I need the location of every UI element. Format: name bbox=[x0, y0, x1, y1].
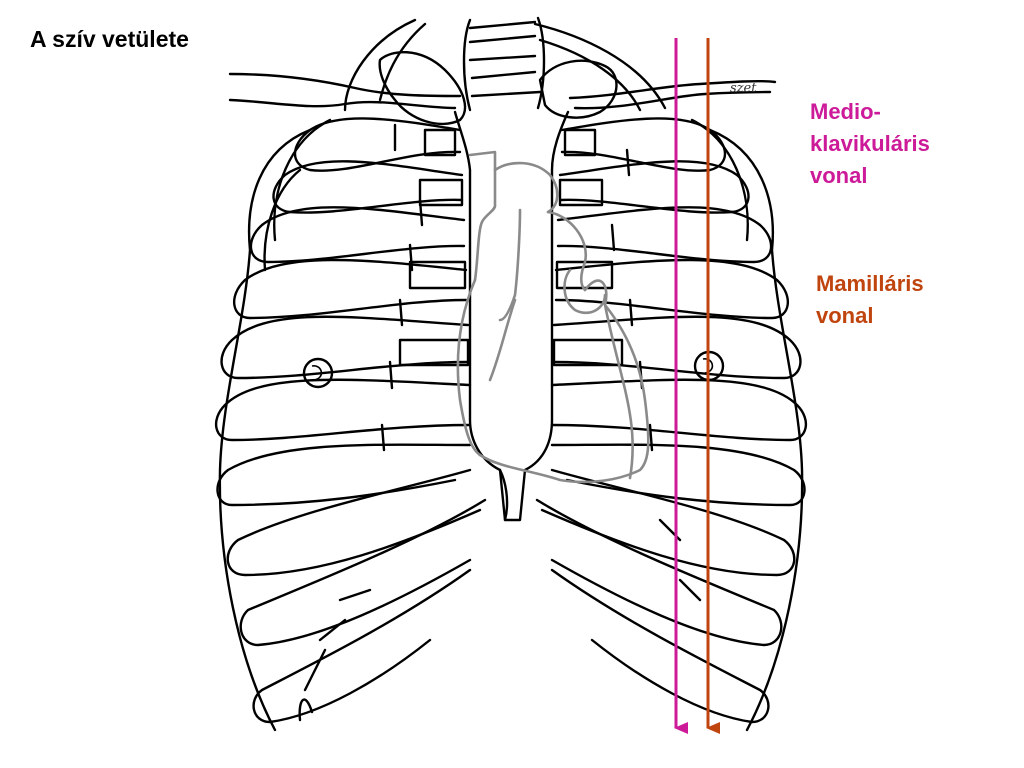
svg-text:szet: szet bbox=[730, 81, 757, 96]
slide-title: A szív vetülete bbox=[30, 26, 189, 52]
mamillary-label: Mamilláris vonal bbox=[816, 268, 924, 332]
nipple-icon bbox=[302, 357, 334, 389]
upper-thorax bbox=[343, 16, 667, 126]
mamillary-label-line-1: Mamilláris bbox=[816, 271, 924, 296]
midclavicular-label-line-3: vonal bbox=[810, 163, 868, 188]
midclavicular-label: Medio- klavikuláris vonal bbox=[810, 96, 930, 192]
midclavicular-label-line-2: klavikuláris bbox=[810, 131, 930, 156]
sternum bbox=[453, 110, 570, 522]
ribs-left bbox=[214, 117, 487, 732]
signature: szet bbox=[730, 81, 757, 96]
ribs-right bbox=[535, 117, 808, 732]
clavicles bbox=[228, 72, 777, 110]
midclavicular-label-line-1: Medio- bbox=[810, 99, 881, 124]
heart-outline bbox=[456, 150, 650, 484]
mamillary-label-line-2: vonal bbox=[816, 303, 874, 328]
